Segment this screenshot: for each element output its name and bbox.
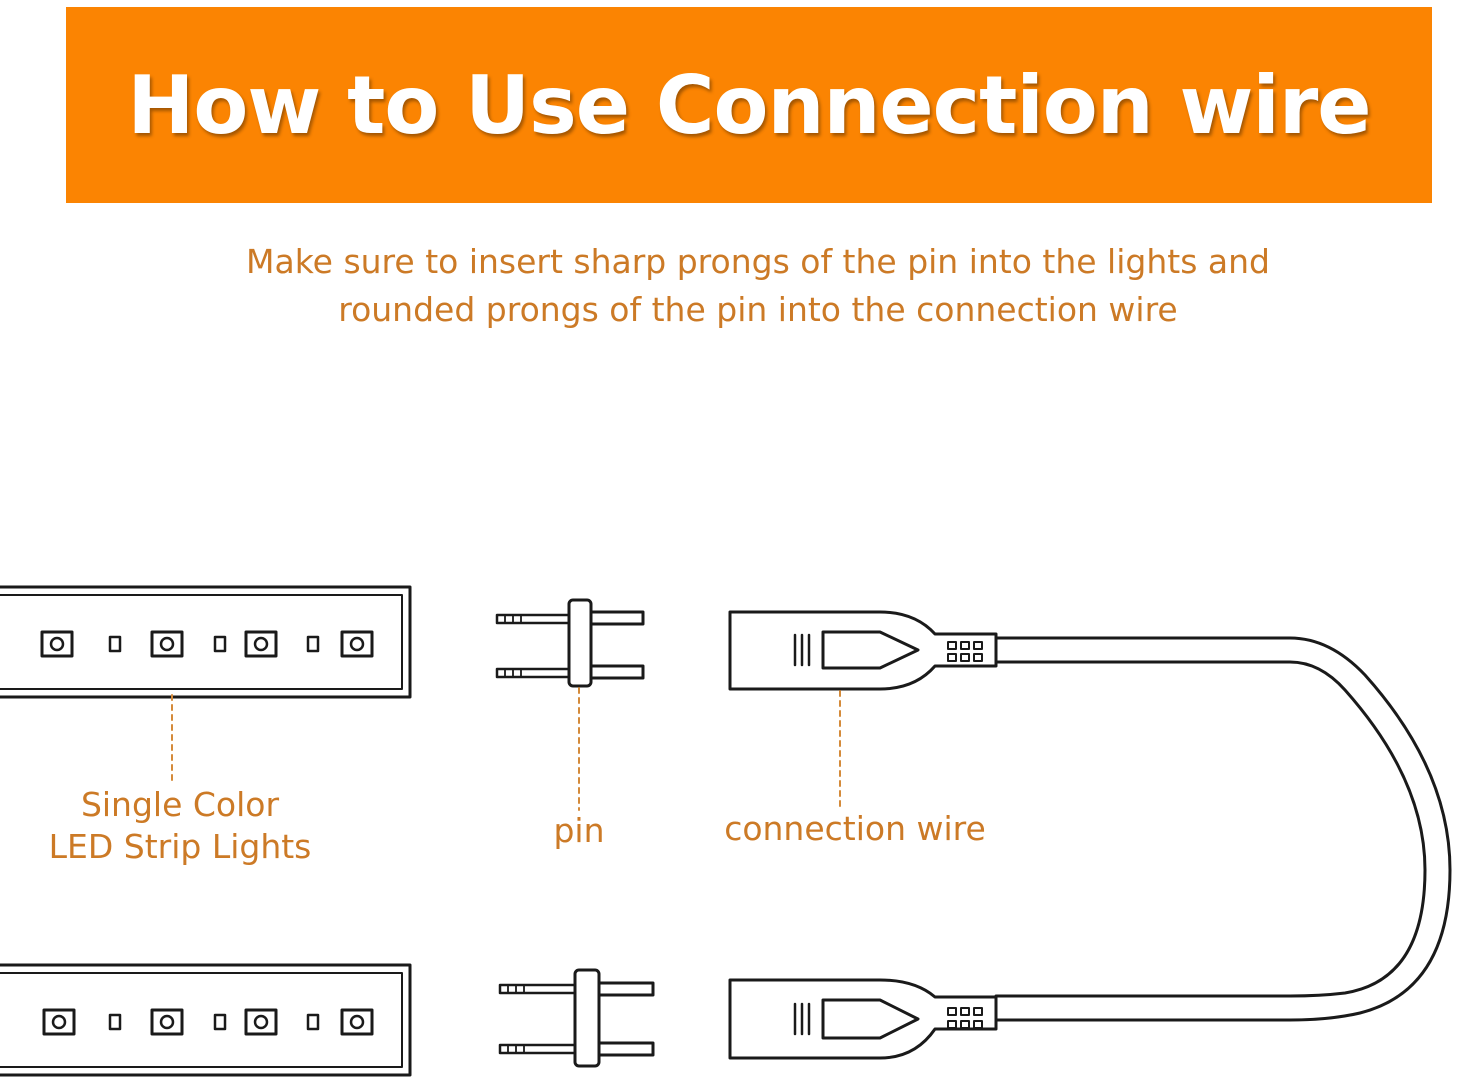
label-pin: pin — [553, 811, 605, 850]
connection-cable-inner — [994, 660, 1427, 998]
connector-bottom — [728, 978, 998, 1060]
label-led-strip-line-1: Single Color — [80, 785, 280, 824]
pin-top — [495, 598, 645, 688]
title-banner: How to Use Connection wire — [66, 7, 1432, 203]
label-led-strip: Single Color LED Strip Lights — [20, 784, 340, 868]
led-chips-bottom — [42, 1008, 374, 1036]
instruction-text: Make sure to insert sharp prongs of the … — [120, 238, 1396, 334]
connection-cable — [994, 636, 1452, 1022]
label-led-strip-line-2: LED Strip Lights — [48, 827, 312, 866]
label-connection-wire: connection wire — [724, 809, 986, 848]
instruction-line-1: Make sure to insert sharp prongs of the … — [246, 242, 1270, 281]
pin-bottom — [498, 968, 655, 1068]
connector-top — [728, 610, 998, 691]
led-chips-top — [40, 630, 374, 658]
instruction-line-2: rounded prongs of the pin into the conne… — [338, 290, 1178, 329]
led-strip-bottom — [0, 963, 412, 1077]
page-title: How to Use Connection wire — [127, 58, 1371, 152]
led-strip-top — [0, 585, 412, 699]
leader-lines — [171, 687, 841, 811]
